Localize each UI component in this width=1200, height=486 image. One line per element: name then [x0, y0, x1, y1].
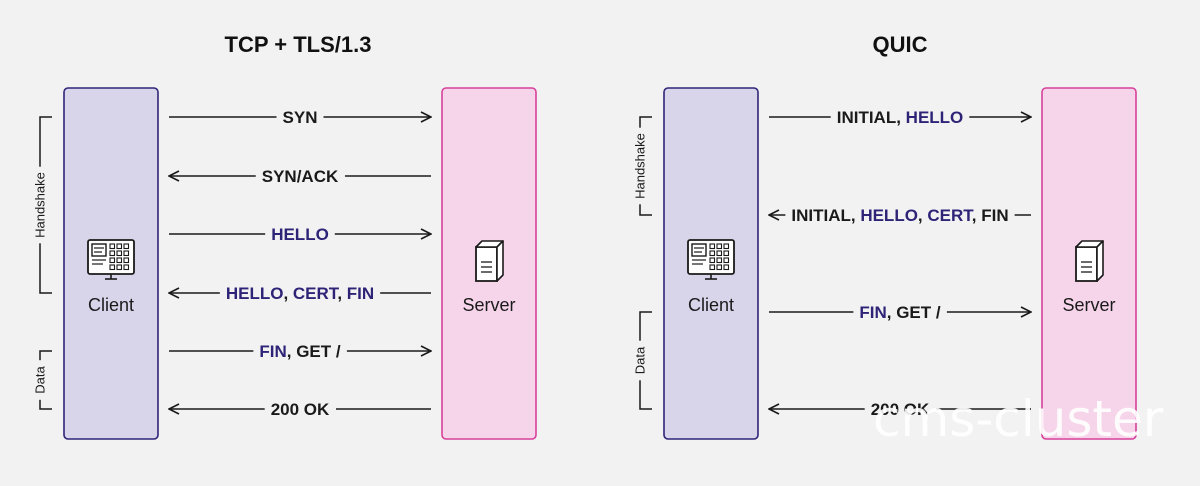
client-label: Client — [688, 295, 734, 315]
message-arrow: SYN/ACK — [169, 166, 431, 186]
message-label: INITIAL, HELLO — [837, 108, 964, 127]
server-icon — [1075, 240, 1104, 282]
message-label: HELLO — [271, 225, 329, 244]
phase-label: Data — [33, 366, 48, 394]
message-arrow: SYN — [169, 107, 431, 127]
client-label: Client — [88, 295, 134, 315]
server-label: Server — [462, 295, 515, 315]
message-label: HELLO, CERT, FIN — [226, 284, 374, 303]
computer-icon — [687, 239, 735, 280]
message-arrow: 200 OK — [169, 399, 431, 419]
message-label: INITIAL, HELLO, CERT, FIN — [791, 206, 1008, 225]
phase-label: Handshake — [33, 172, 48, 238]
message-label: FIN, GET / — [259, 342, 341, 361]
message-arrow: HELLO — [169, 224, 431, 244]
server-icon — [475, 240, 504, 282]
panel-title: TCP + TLS/1.3 — [225, 32, 372, 57]
message-label: 200 OK — [271, 400, 330, 419]
message-label: SYN — [283, 108, 318, 127]
phase-label: Data — [633, 346, 648, 374]
message-label: 200 OK — [871, 400, 930, 419]
phase-bracket-handshake: Handshake — [631, 116, 652, 216]
phase-label: Handshake — [633, 133, 648, 199]
phase-bracket-handshake: Handshake — [31, 116, 52, 294]
panel-title: QUIC — [873, 32, 928, 57]
server-label: Server — [1062, 295, 1115, 315]
phase-bracket-data: Data — [631, 311, 652, 410]
message-arrow: 200 OK — [769, 399, 1031, 419]
message-arrow: FIN, GET / — [769, 302, 1031, 322]
message-arrow: HELLO, CERT, FIN — [169, 283, 431, 303]
message-arrow: INITIAL, HELLO, CERT, FIN — [769, 205, 1031, 225]
message-label: FIN, GET / — [859, 303, 941, 322]
computer-icon — [87, 239, 135, 280]
message-arrow: FIN, GET / — [169, 341, 431, 361]
watermark-text: cms-cluster — [873, 390, 1164, 448]
message-arrow: INITIAL, HELLO — [769, 107, 1031, 127]
phase-bracket-data: Data — [31, 350, 52, 410]
message-label: SYN/ACK — [262, 167, 339, 186]
